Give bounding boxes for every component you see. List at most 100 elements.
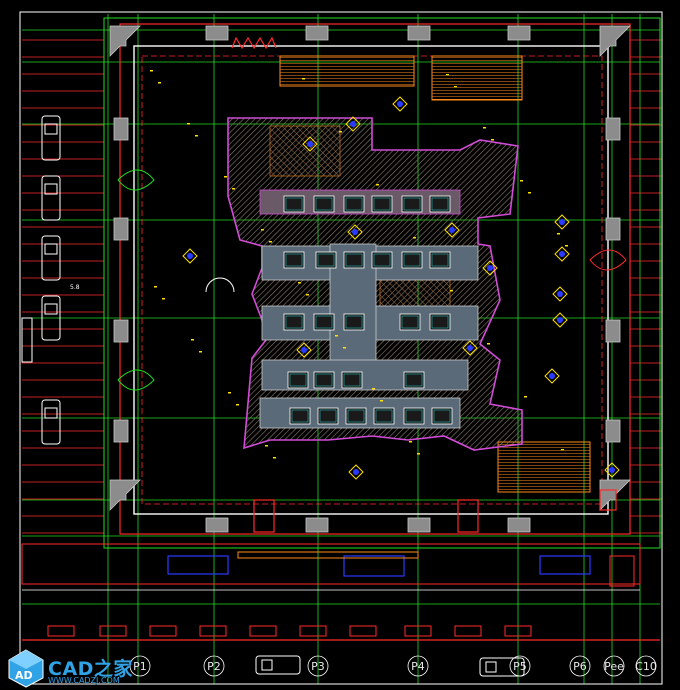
dimension-tick xyxy=(232,188,235,190)
dimension-tick xyxy=(520,180,523,182)
room-box xyxy=(399,313,421,331)
dimension-tick xyxy=(376,184,379,186)
dimension-tick xyxy=(380,400,383,402)
annotation-dot xyxy=(559,219,565,225)
logo-letters: AD xyxy=(15,669,33,682)
axis-label: P4 xyxy=(411,660,425,673)
watermark-title: CAD之家 xyxy=(48,658,133,680)
dimension-tick xyxy=(187,123,190,125)
structural-columns xyxy=(109,25,631,533)
axis-bubble xyxy=(203,655,225,677)
dimension-tick xyxy=(269,241,272,243)
dimension-tick xyxy=(454,86,457,88)
room-inner xyxy=(291,409,309,423)
dimension-tick xyxy=(228,392,231,394)
room-inner xyxy=(373,197,391,211)
car-window xyxy=(44,243,58,255)
car-outline xyxy=(41,235,61,281)
annotation-dot xyxy=(307,141,313,147)
room-inner xyxy=(285,197,303,211)
annotation-diamond xyxy=(444,222,460,238)
room-inner xyxy=(285,315,303,329)
dimension-tick xyxy=(298,282,301,284)
annotation-diamond xyxy=(392,96,408,112)
axis-label: Pee xyxy=(604,660,624,673)
room-box xyxy=(345,407,367,425)
room-inner xyxy=(315,197,333,211)
bottom-block xyxy=(47,625,75,637)
room-box xyxy=(343,313,365,331)
annotation-dot xyxy=(559,251,565,257)
perimeter-column xyxy=(113,319,129,343)
dimension-tick xyxy=(524,396,527,398)
corner-column xyxy=(599,479,631,511)
perimeter-column xyxy=(305,25,329,41)
perimeter-column xyxy=(507,517,531,533)
dimension-tick xyxy=(561,449,564,451)
dimension-tick xyxy=(158,82,161,84)
bottom-block xyxy=(249,625,277,637)
room-box xyxy=(287,371,309,389)
room-box xyxy=(289,407,311,425)
perimeter-column xyxy=(605,319,621,343)
dimension-tick xyxy=(491,139,494,141)
perimeter-column xyxy=(605,117,621,141)
room-inner xyxy=(433,409,451,423)
parking-stall-lines xyxy=(22,39,662,534)
bottom-blocks xyxy=(47,625,532,637)
room-box xyxy=(343,251,365,269)
dimension-tick xyxy=(528,192,531,194)
annotation-diamond xyxy=(554,214,570,230)
annotation-dot xyxy=(187,253,193,259)
perimeter-column xyxy=(407,25,431,41)
dimension-tick xyxy=(409,441,412,443)
perimeter-column xyxy=(113,419,129,443)
cad-logo-icon: AD xyxy=(8,649,44,688)
room-box xyxy=(283,251,305,269)
annotation-dot xyxy=(353,469,359,475)
room-box xyxy=(315,251,337,269)
car-window xyxy=(44,123,58,135)
room-box xyxy=(373,407,395,425)
dimension-tick xyxy=(372,388,375,390)
dimension-tick xyxy=(302,78,305,80)
annotation-diamond xyxy=(348,464,364,480)
watermark-url: WWW.CADZJ.COM xyxy=(48,676,120,685)
annotation-diamond xyxy=(482,260,498,276)
room-inner xyxy=(343,373,361,387)
room-box xyxy=(429,313,451,331)
annotation-dot xyxy=(352,229,358,235)
dimension-tick xyxy=(483,127,486,129)
dimension-tick xyxy=(335,335,338,337)
annotation-dot xyxy=(557,317,563,323)
perimeter-column xyxy=(305,517,329,533)
room-inner xyxy=(431,315,449,329)
axis-label: P2 xyxy=(207,660,221,673)
annotation-diamond xyxy=(462,340,478,356)
room-inner xyxy=(317,253,335,267)
room-box xyxy=(313,195,335,213)
dimension-tick xyxy=(150,70,153,72)
annotation-diamond xyxy=(302,136,318,152)
car-outline xyxy=(41,115,61,161)
bottom-block xyxy=(149,625,177,637)
perimeter-column xyxy=(605,419,621,443)
bottom-block xyxy=(199,625,227,637)
dimension-tick xyxy=(224,176,227,178)
dimension-tick xyxy=(450,290,453,292)
axis-bubble xyxy=(407,655,429,677)
car-outline xyxy=(41,175,61,221)
room-inner xyxy=(345,253,363,267)
wall-notch-markers xyxy=(231,36,617,533)
room-box xyxy=(403,407,425,425)
bottom-block xyxy=(299,625,327,637)
annotation-diamond xyxy=(554,246,570,262)
bottom-block xyxy=(454,625,482,637)
room-box xyxy=(401,251,423,269)
room-box xyxy=(317,407,339,425)
dimension-tick xyxy=(306,294,309,296)
annotation-dot xyxy=(557,291,563,297)
room-box xyxy=(401,195,423,213)
